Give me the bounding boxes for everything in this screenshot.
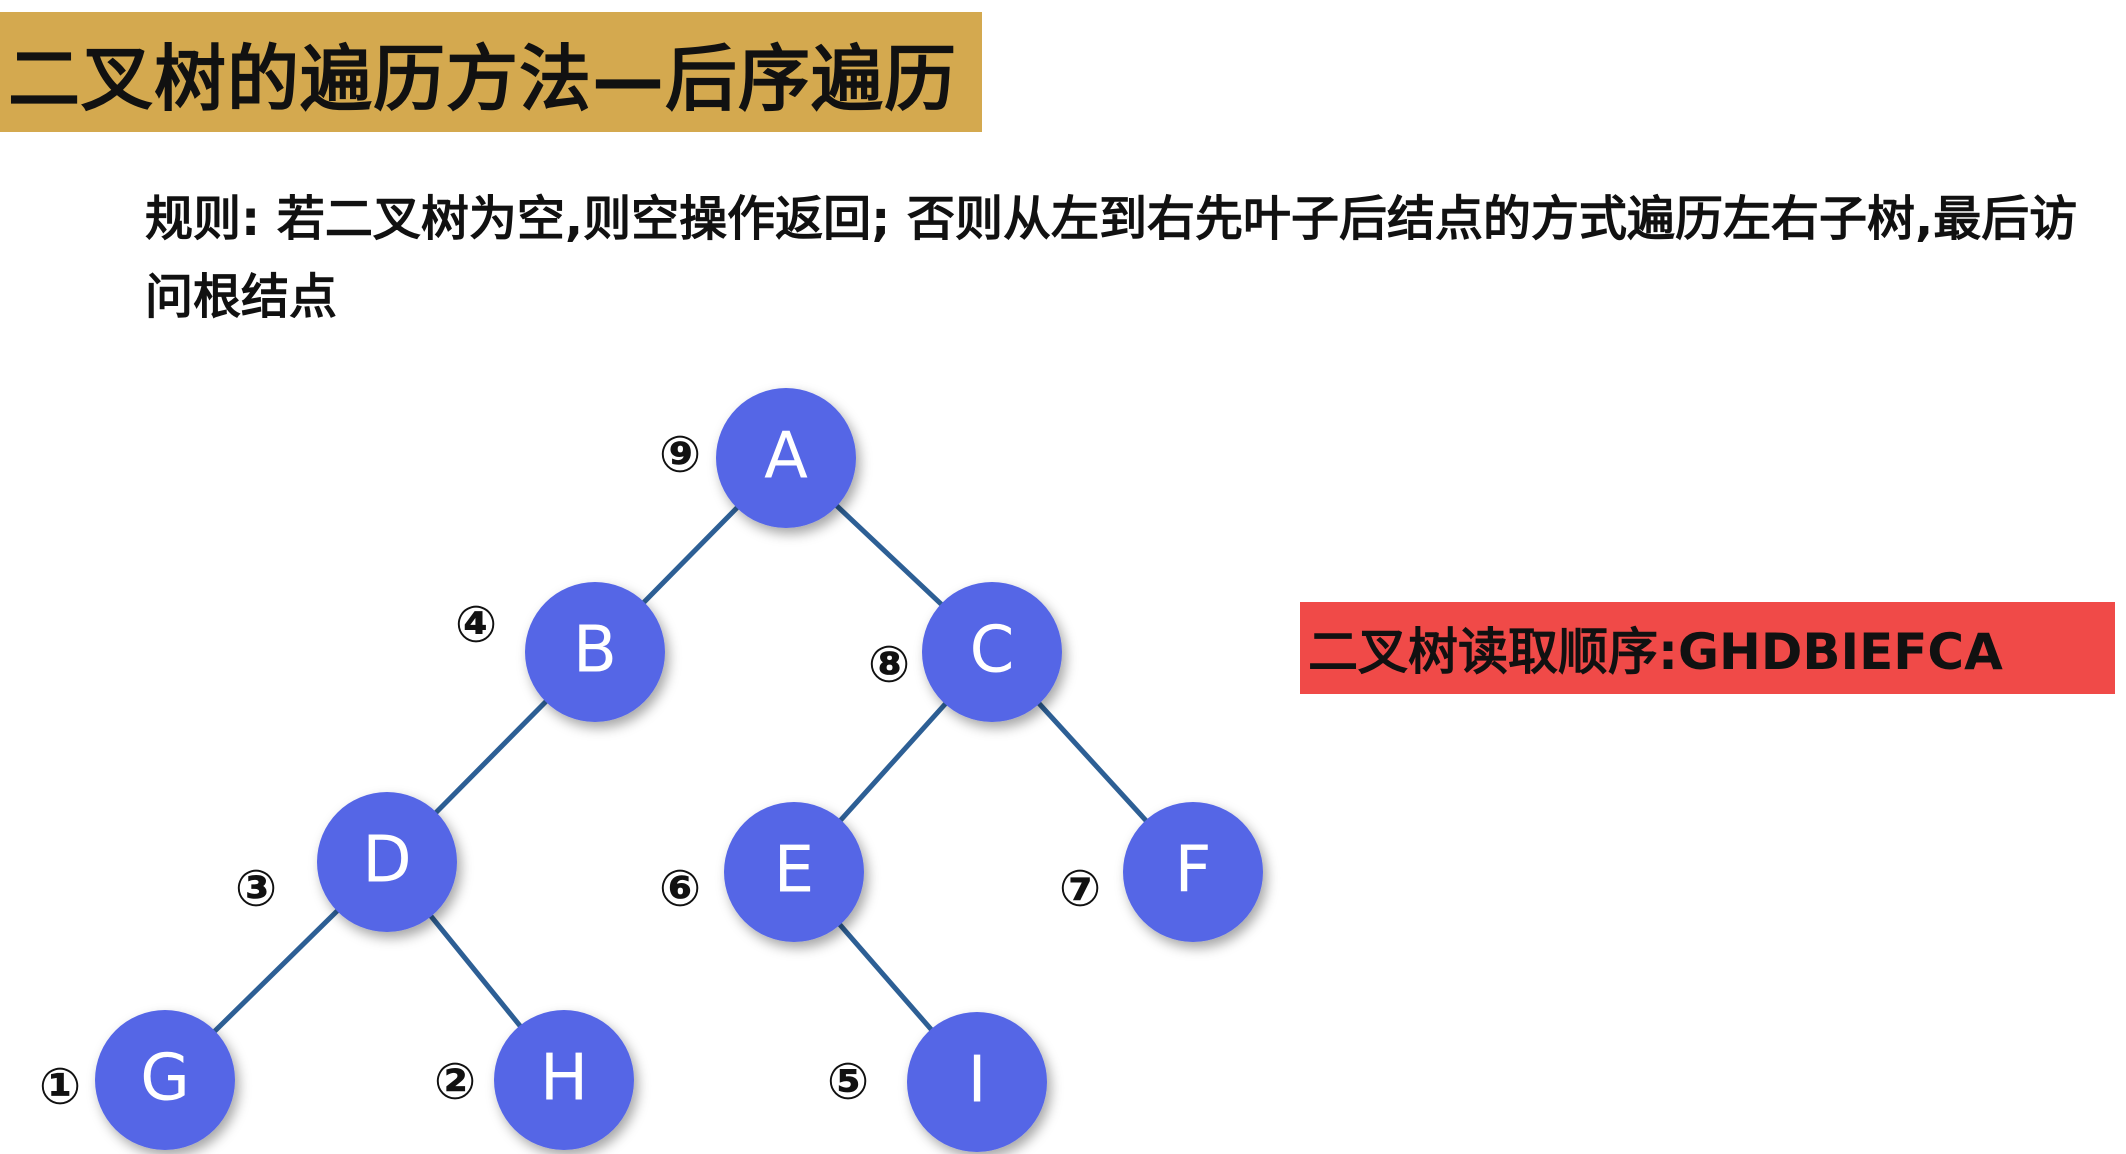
node-label-b: B — [573, 614, 617, 688]
node-circle-i — [907, 1012, 1047, 1152]
order-number-d: ③ — [235, 860, 277, 918]
order-number-c: ⑧ — [868, 636, 910, 694]
node-circle-d — [317, 792, 457, 932]
traversal-sequence: 二叉树读取顺序:GHDBIEFCA — [1308, 623, 2003, 681]
node-label-i: I — [968, 1044, 987, 1118]
order-number-g: ① — [39, 1058, 81, 1116]
order-number-h: ② — [434, 1053, 476, 1111]
node-label-c: C — [970, 614, 1015, 688]
tree-node-h: H — [494, 1010, 634, 1150]
node-circle-e — [724, 802, 864, 942]
page-title: 二叉树的遍历方法—后序遍历 — [8, 36, 958, 121]
node-circle-c — [922, 582, 1062, 722]
tree-node-a: A — [716, 388, 856, 528]
order-number-i: ⑤ — [827, 1053, 869, 1111]
order-labels-layer: ⑨ ④ ⑧ ③ ⑥ ⑦ ① ② ⑤ — [39, 426, 1101, 1116]
order-number-b: ④ — [455, 596, 497, 654]
edges-layer — [163, 456, 1195, 1084]
node-label-h: H — [540, 1042, 588, 1116]
node-circle-h — [494, 1010, 634, 1150]
tree-node-e: E — [724, 802, 864, 942]
order-number-e: ⑥ — [659, 860, 701, 918]
tree-node-g: G — [95, 1010, 235, 1150]
order-number-f: ⑦ — [1059, 860, 1101, 918]
tree-node-d: D — [317, 792, 457, 932]
order-number-a: ⑨ — [659, 426, 701, 484]
tree-node-i: I — [907, 1012, 1047, 1152]
nodes-layer: A B C D E F G H I — [95, 388, 1263, 1152]
node-label-f: F — [1175, 834, 1212, 908]
tree-node-f: F — [1123, 802, 1263, 942]
tree-node-b: B — [525, 582, 665, 722]
node-circle-a — [716, 388, 856, 528]
node-label-d: D — [362, 824, 411, 898]
node-label-a: A — [764, 420, 808, 494]
node-circle-b — [525, 582, 665, 722]
rule-description: 规则: 若二叉树为空,则空操作返回; 否则从左到右先叶子后结点的方式遍历左右子树… — [145, 191, 2078, 325]
tree-node-c: C — [922, 582, 1062, 722]
title-banner: 二叉树的遍历方法—后序遍历 — [0, 12, 982, 132]
node-circle-g — [95, 1010, 235, 1150]
node-circle-f — [1123, 802, 1263, 942]
node-label-e: E — [774, 834, 814, 908]
node-label-g: G — [140, 1042, 190, 1116]
sequence-banner: 二叉树读取顺序:GHDBIEFCA — [1300, 602, 2115, 694]
